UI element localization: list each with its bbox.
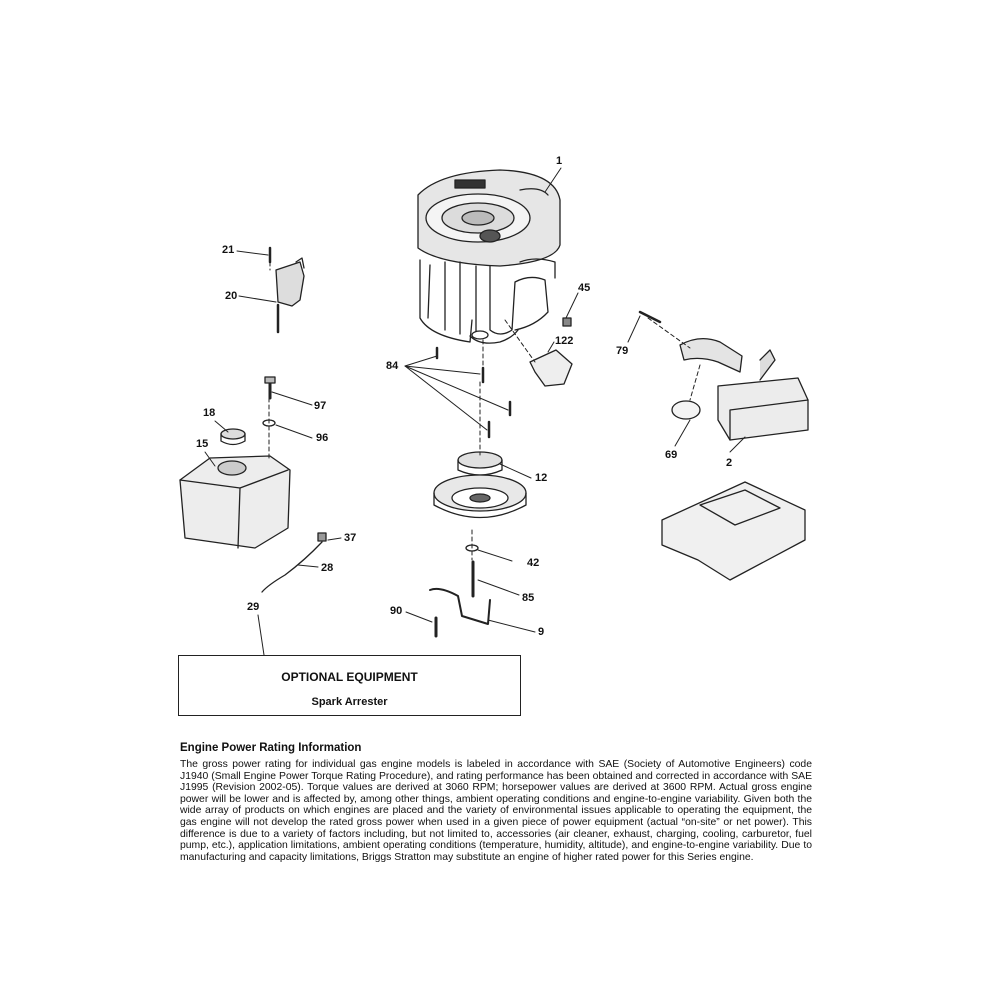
callout-15: 15: [196, 438, 209, 450]
fuel-cap-18: [220, 428, 246, 446]
bolt-84-group: [435, 346, 512, 439]
engine-part: [417, 169, 561, 344]
callout-79: 79: [616, 345, 629, 357]
callout-42: 42: [527, 557, 540, 569]
callout-12: 12: [535, 472, 548, 484]
optional-equipment-item: Spark Arrester: [311, 696, 388, 708]
rating-title: Engine Power Rating Information: [180, 742, 362, 754]
callout-90: 90: [390, 605, 403, 617]
callout-97: 97: [314, 400, 327, 412]
callout-37: 37: [344, 532, 357, 544]
callout-84: 84: [386, 360, 399, 372]
bolt-79: [638, 310, 662, 324]
nut-45: [562, 317, 572, 327]
throttle-bracket: [268, 246, 305, 334]
callout-9: 9: [538, 626, 545, 638]
fuel-tank-15: [179, 455, 291, 549]
pulley-12: [433, 451, 527, 519]
callout-18: 18: [203, 407, 216, 419]
optional-equipment-title: OPTIONAL EQUIPMENT: [281, 670, 418, 684]
gasket-69: [671, 400, 701, 420]
engine-power-rating-section: Engine Power Rating Information The gros…: [180, 742, 812, 863]
callout-69: 69: [665, 449, 678, 461]
callout-45: 45: [578, 282, 591, 294]
callout-2: 2: [726, 457, 733, 469]
belt-guide-9: [429, 587, 491, 625]
callout-29: 29: [247, 601, 260, 613]
mounting-plate: [661, 481, 806, 581]
callout-85: 85: [522, 592, 535, 604]
callout-21: 21: [222, 244, 235, 256]
callout-122: 122: [555, 335, 574, 347]
callout-28: 28: [321, 562, 334, 574]
bracket-122: [529, 349, 573, 387]
rating-body: The gross power rating for individual ga…: [180, 759, 812, 863]
callout-1: 1: [556, 155, 563, 167]
callout-96: 96: [316, 432, 329, 444]
fuel-line-28: [261, 541, 323, 593]
muffler-2: [679, 338, 809, 441]
callout-20: 20: [225, 290, 238, 302]
optional-equipment-box: OPTIONAL EQUIPMENT Spark Arrester: [178, 655, 521, 716]
